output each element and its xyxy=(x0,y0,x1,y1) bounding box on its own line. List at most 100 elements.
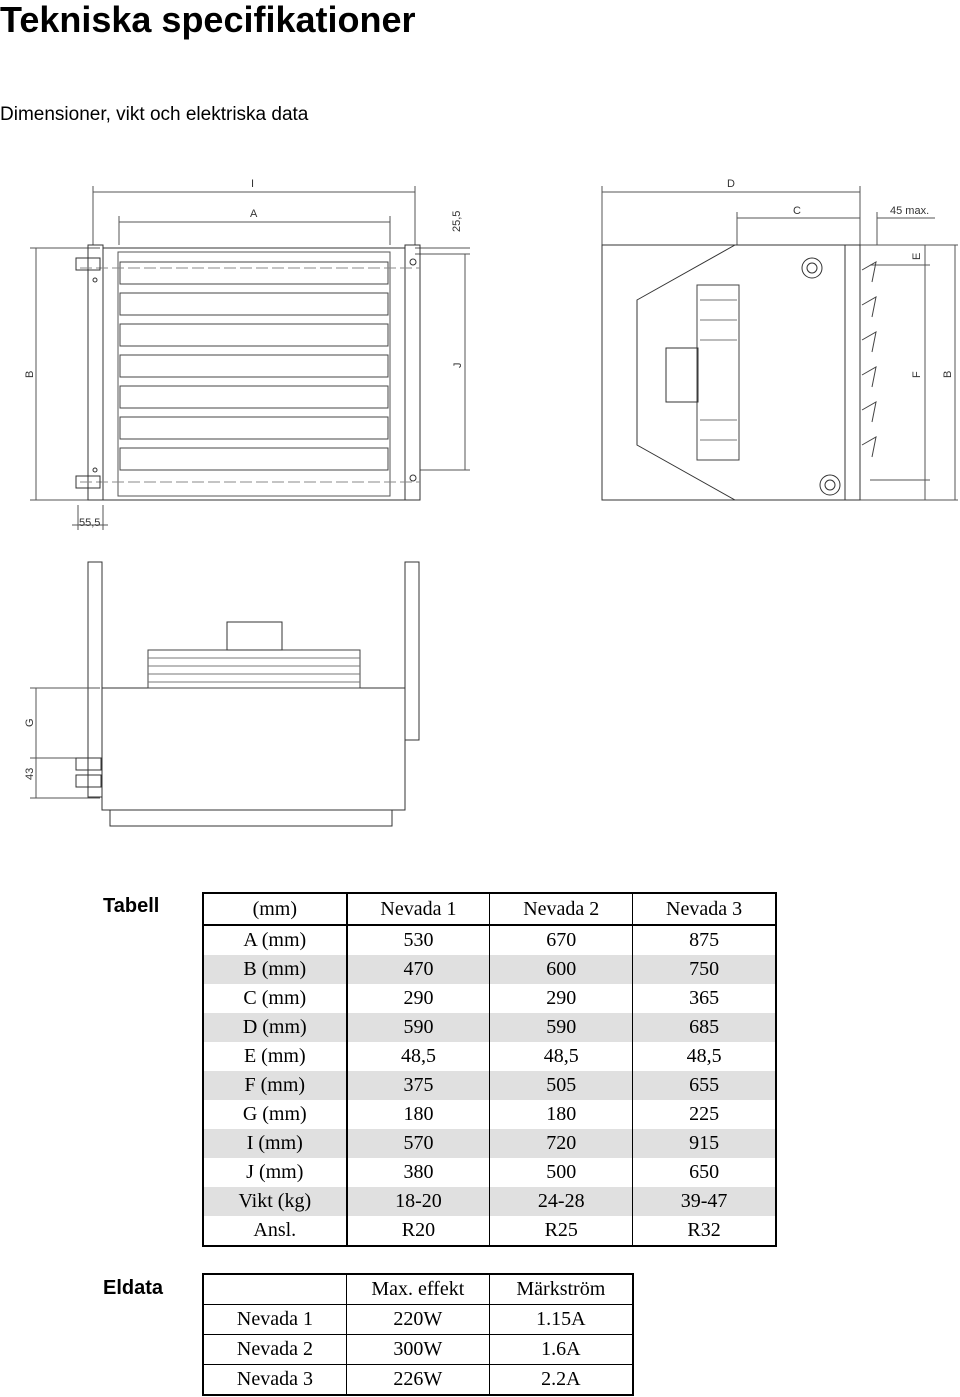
table-cell: 290 xyxy=(346,984,490,1013)
table-cell: 570 xyxy=(346,1129,490,1158)
table-row: E (mm) 48,5 48,5 48,5 xyxy=(202,1042,776,1071)
table-cell: 590 xyxy=(489,1013,633,1042)
table-row: G (mm) 180 180 225 xyxy=(202,1100,776,1129)
table-cell: 180 xyxy=(346,1100,490,1129)
table-cell: R32 xyxy=(632,1216,776,1246)
table-row: C (mm) 290 290 365 xyxy=(202,984,776,1013)
table-cell: 655 xyxy=(632,1071,776,1100)
dim-label-i: I xyxy=(251,178,254,190)
table-row: Nevada 3 226W 2.2A xyxy=(202,1364,634,1396)
side-view-drawing xyxy=(601,186,958,501)
table-cell: 2.2A xyxy=(488,1364,634,1396)
table-cell: Nevada 3 xyxy=(202,1364,347,1396)
table-cell: I (mm) xyxy=(202,1129,348,1158)
technical-drawings: I A 25,5 B J 55,5 D C 45 max. E F B G 43 xyxy=(24,178,958,827)
table-cell: 500 xyxy=(489,1158,633,1187)
table-header: (mm) xyxy=(202,893,348,926)
table-cell: 600 xyxy=(489,955,633,984)
table-cell: Nevada 1 xyxy=(202,1304,347,1335)
table-cell: A (mm) xyxy=(202,925,348,955)
table-cell: 48,5 xyxy=(346,1042,490,1071)
table-header-row: (mm) Nevada 1 Nevada 2 Nevada 3 xyxy=(202,893,776,926)
page-title: Tekniska specifikationer xyxy=(0,0,416,40)
table-row: Vikt (kg) 18-20 24-28 39-47 xyxy=(202,1187,776,1216)
table-cell: E (mm) xyxy=(202,1042,348,1071)
table-row: D (mm) 590 590 685 xyxy=(202,1013,776,1042)
table-header: Nevada 1 xyxy=(346,893,490,926)
dim-label-b-side: B xyxy=(942,371,954,378)
dim-label-e: E xyxy=(911,253,923,260)
page-subtitle: Dimensioner, vikt och elektriska data xyxy=(0,104,309,125)
table-cell: 365 xyxy=(632,984,776,1013)
dim-label-43: 43 xyxy=(24,768,36,780)
table-header xyxy=(203,1274,347,1305)
electrical-table: Max. effekt Märkström Nevada 1 220W 1.15… xyxy=(202,1273,634,1396)
table-cell: 48,5 xyxy=(489,1042,633,1071)
table-cell: F (mm) xyxy=(202,1071,348,1100)
table-cell: R25 xyxy=(489,1216,633,1246)
table-cell: 720 xyxy=(489,1129,633,1158)
table-cell: 470 xyxy=(346,955,490,984)
dim-label-d: D xyxy=(727,178,735,190)
dim-label-c: C xyxy=(793,205,801,217)
dimension-table: (mm) Nevada 1 Nevada 2 Nevada 3 A (mm) 5… xyxy=(202,892,777,1247)
table-cell: 180 xyxy=(489,1100,633,1129)
table-cell: 915 xyxy=(632,1129,776,1158)
table-cell: 225 xyxy=(632,1100,776,1129)
table-cell: 650 xyxy=(632,1158,776,1187)
table-cell: Vikt (kg) xyxy=(202,1187,348,1216)
table-header: Märkström xyxy=(488,1273,634,1305)
table-cell: 24-28 xyxy=(489,1187,633,1216)
table-label: Tabell xyxy=(103,895,160,917)
table-row: F (mm) 375 505 655 xyxy=(202,1071,776,1100)
table-cell: 505 xyxy=(489,1071,633,1100)
table-cell: 590 xyxy=(346,1013,490,1042)
table-cell: 18-20 xyxy=(346,1187,490,1216)
table-row: B (mm) 470 600 750 xyxy=(202,955,776,984)
table-cell: 375 xyxy=(346,1071,490,1100)
table-header-row: Max. effekt Märkström xyxy=(203,1273,634,1305)
table-cell: 380 xyxy=(346,1158,490,1187)
table-row: Nevada 2 300W 1.6A xyxy=(202,1334,634,1365)
table-cell: 670 xyxy=(489,925,633,955)
table-row: I (mm) 570 720 915 xyxy=(202,1129,776,1158)
table-cell: 300W xyxy=(345,1334,490,1365)
table-cell: 226W xyxy=(345,1364,490,1396)
table-cell: Nevada 2 xyxy=(202,1334,347,1365)
table-cell: J (mm) xyxy=(202,1158,348,1187)
table-row: A (mm) 530 670 875 xyxy=(202,925,776,955)
front-view-drawing xyxy=(30,186,470,530)
table-cell: D (mm) xyxy=(202,1013,348,1042)
dim-label-f: F xyxy=(911,371,923,378)
table-cell: 48,5 xyxy=(632,1042,776,1071)
dim-label-a: A xyxy=(250,208,258,220)
table-cell: 1.15A xyxy=(488,1304,634,1335)
table-cell: Ansl. xyxy=(202,1216,348,1246)
table-header: Nevada 2 xyxy=(489,893,633,926)
dim-label-25-5: 25,5 xyxy=(451,211,463,232)
table-cell: 39-47 xyxy=(632,1187,776,1216)
table-header: Max. effekt xyxy=(345,1273,490,1305)
table-cell: 750 xyxy=(632,955,776,984)
dim-label-b-front: B xyxy=(24,371,36,378)
table-row: Ansl. R20 R25 R32 xyxy=(202,1216,776,1246)
table-cell: R20 xyxy=(346,1216,490,1246)
dim-label-j: J xyxy=(452,363,464,369)
dim-label-55-5: 55,5 xyxy=(79,517,100,529)
eldata-label: Eldata xyxy=(103,1277,164,1299)
top-view-drawing xyxy=(30,561,420,827)
table-row: Nevada 1 220W 1.15A xyxy=(202,1304,634,1335)
table-cell: 685 xyxy=(632,1013,776,1042)
table-header: Nevada 3 xyxy=(632,893,776,926)
dim-label-g: G xyxy=(24,718,36,727)
table-cell: 290 xyxy=(489,984,633,1013)
table-cell: 220W xyxy=(345,1304,490,1335)
table-cell: 875 xyxy=(632,925,776,955)
table-row: J (mm) 380 500 650 xyxy=(202,1158,776,1187)
table-cell: C (mm) xyxy=(202,984,348,1013)
dim-label-45-max: 45 max. xyxy=(890,205,929,217)
table-cell: G (mm) xyxy=(202,1100,348,1129)
table-cell: 530 xyxy=(346,925,490,955)
table-cell: B (mm) xyxy=(202,955,348,984)
table-cell: 1.6A xyxy=(488,1334,634,1365)
